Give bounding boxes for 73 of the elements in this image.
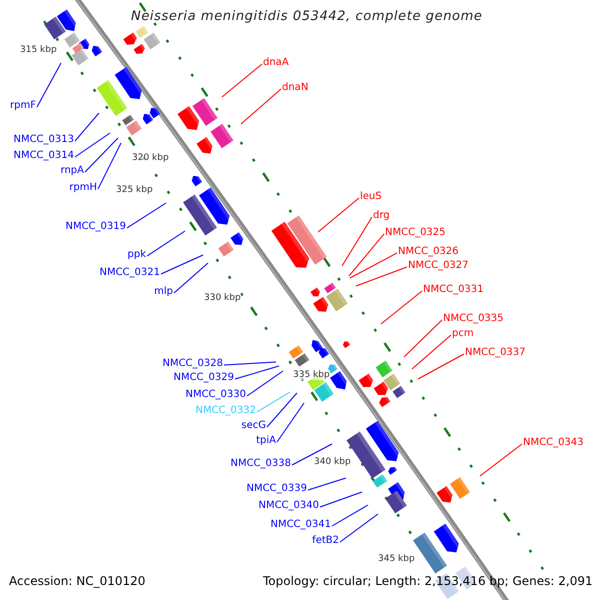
leader-line — [276, 402, 304, 442]
gene-label: NMCC_0335 — [443, 313, 504, 325]
leader-line — [74, 112, 100, 142]
gene-label: NMCC_0325 — [385, 227, 446, 239]
kbp-label: 320 kbp — [132, 153, 169, 163]
gene-label: NMCC_0330 — [185, 389, 246, 401]
gene-label: NMCC_0343 — [523, 437, 584, 449]
leader-line — [340, 514, 378, 542]
leader-line — [308, 478, 346, 490]
gene-label: secG — [241, 420, 266, 432]
leader-line — [222, 64, 262, 98]
gene-label: leuS — [360, 191, 382, 203]
gene-label: rnpA — [60, 165, 84, 177]
leader-line — [292, 444, 332, 466]
leader-line — [318, 198, 360, 232]
gene-label: mlp — [154, 286, 173, 298]
leader-line — [98, 142, 122, 190]
gene-label: NMCC_0328 — [162, 358, 223, 370]
leader-line — [240, 88, 282, 124]
kbp-label: 330 kbp — [204, 293, 241, 303]
gene-label: pcm — [452, 328, 474, 340]
gene-label: NMCC_0319 — [65, 221, 126, 233]
leader-line — [266, 392, 298, 428]
leader-line — [146, 230, 186, 256]
gene-label: NMCC_0337 — [465, 347, 526, 359]
leader-line — [480, 444, 522, 476]
leader-line — [320, 492, 362, 508]
gene-label: NMCC_0341 — [270, 519, 331, 531]
leader-line — [348, 234, 384, 276]
gene-label: NMCC_0321 — [99, 267, 160, 279]
accession-text: Accession: NC_010120 — [9, 574, 146, 588]
leader-line — [74, 132, 110, 158]
leader-line — [356, 266, 408, 286]
leader-line — [84, 138, 118, 172]
leader-line — [234, 366, 280, 380]
leader-line — [380, 290, 422, 324]
gene-label: rpmH — [69, 182, 97, 194]
kbp-label: 315 kbp — [20, 45, 57, 55]
leader-line — [404, 320, 442, 358]
leader-line — [36, 62, 62, 108]
gene-label: NMCC_0327 — [408, 260, 469, 272]
gene-label: NMCC_0340 — [258, 500, 319, 512]
genome-stats-text: Topology: circular; Length: 2,153,416 bp; Genes: 2,091 — [263, 574, 593, 588]
gene-label: NMCC_0314 — [13, 150, 74, 162]
kbp-label: 340 kbp — [314, 457, 351, 467]
gene-label: dnaA — [263, 57, 289, 69]
kbp-label: 345 kbp — [378, 554, 415, 564]
gene-label: NMCC_0332 — [195, 405, 256, 417]
gene-label: NMCC_0339 — [246, 483, 307, 495]
title: Neisseria meningitidis 053442, complete genome — [131, 9, 482, 24]
leader-line — [126, 202, 166, 228]
gene-label: NMCC_0331 — [423, 284, 484, 296]
leader-line — [350, 252, 398, 278]
gene-label: drg — [373, 210, 390, 222]
gene-label: rpmF — [10, 100, 36, 112]
leader-line — [174, 262, 208, 294]
gene-label: NMCC_0326 — [398, 246, 459, 258]
leader-line — [224, 362, 276, 366]
leader-line — [256, 392, 290, 412]
gene-label: tpiA — [256, 435, 276, 447]
leader-line — [342, 216, 372, 266]
leader-line — [160, 254, 204, 274]
gene-label: dnaN — [282, 82, 308, 94]
leader-line — [246, 370, 284, 396]
gene-label: ppk — [128, 249, 146, 261]
leader-line — [412, 334, 452, 370]
kbp-label: 325 kbp — [116, 185, 153, 195]
leader-line — [418, 354, 464, 380]
gene-label: fetB2 — [312, 535, 339, 547]
gene-label: NMCC_0313 — [13, 134, 74, 146]
gene-label: NMCC_0338 — [230, 458, 291, 470]
leader-line — [332, 504, 368, 526]
gene-label: NMCC_0329 — [173, 372, 234, 384]
